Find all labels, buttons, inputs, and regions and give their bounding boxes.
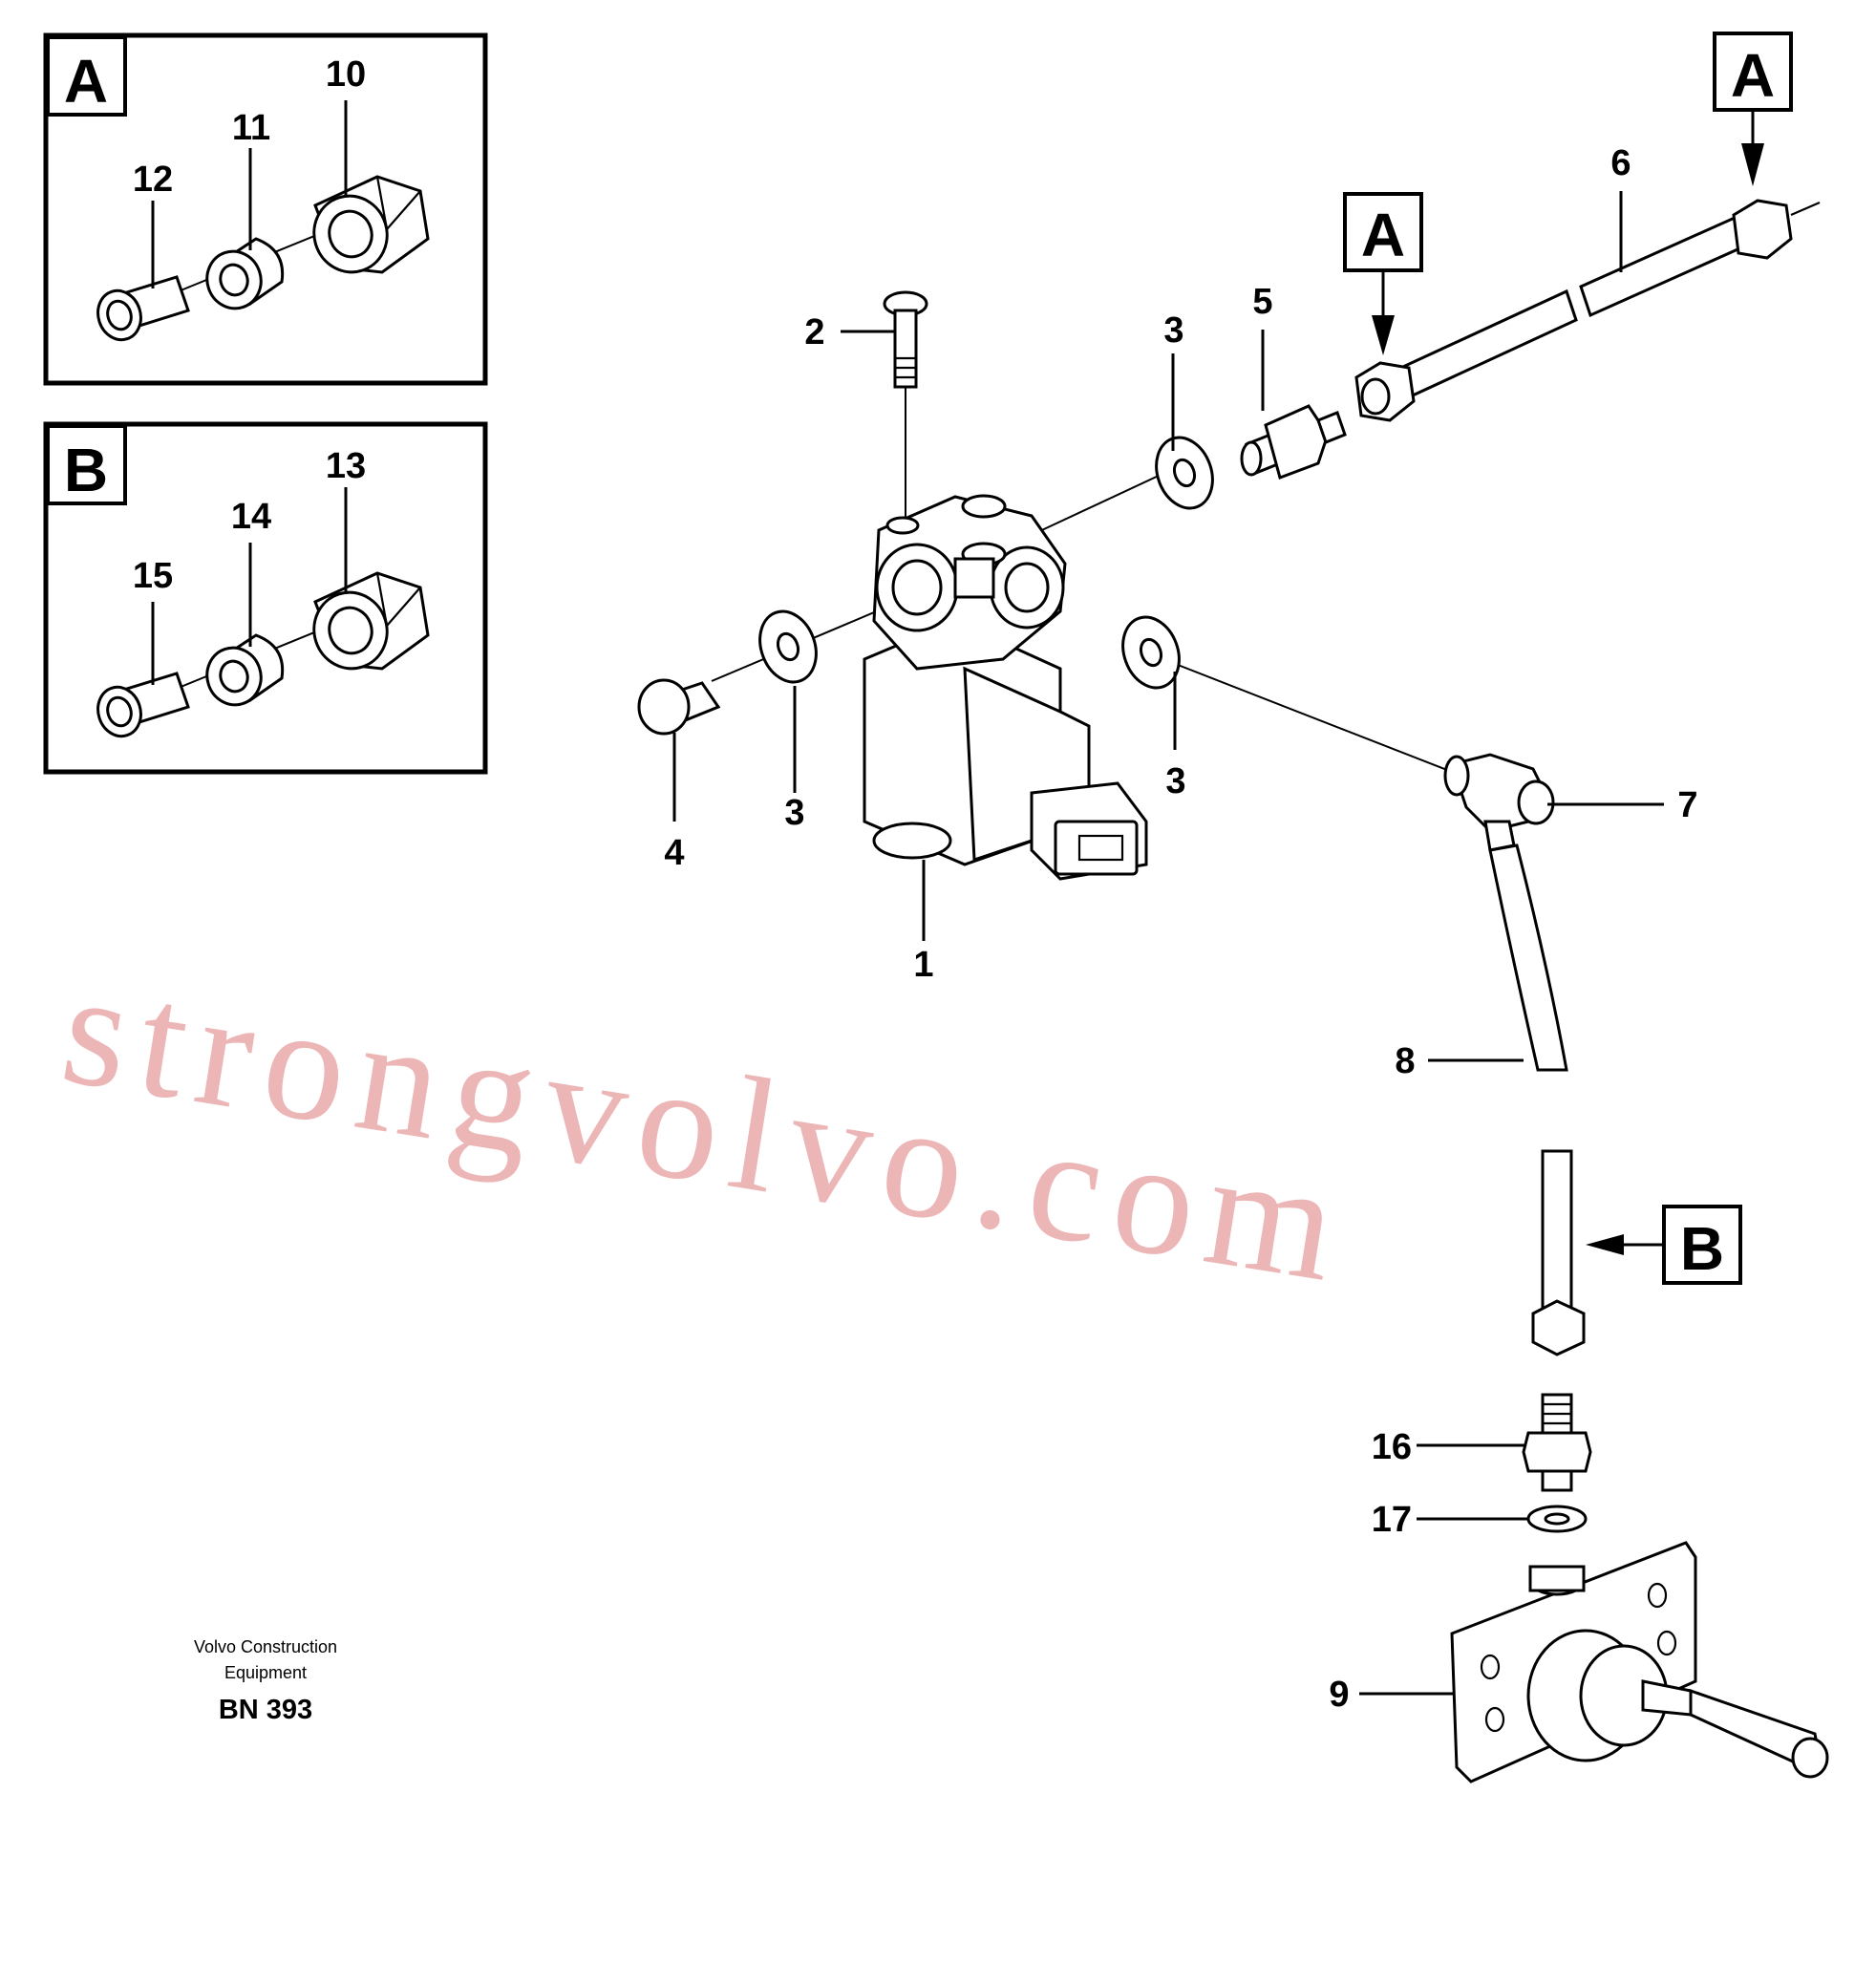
- callout-9: 9: [1329, 1675, 1349, 1715]
- label-13: 13: [326, 446, 366, 486]
- ring-part-14: [205, 633, 285, 707]
- nut-part-13: [312, 571, 430, 671]
- callout-3-top: 3: [1163, 310, 1183, 351]
- adapter-part-5: [1240, 404, 1347, 480]
- control-valve-part-9: [1450, 1541, 1829, 1783]
- washer-part-3-top: [1155, 436, 1214, 510]
- callout-3-right: 3: [1165, 761, 1185, 801]
- pipe-part-6: [1354, 199, 1821, 422]
- callout-labels: 2 3 5 6 4 3 3 1 7 8 16 17 9: [664, 143, 1697, 1715]
- sleeve-part-12: [96, 275, 190, 342]
- label-14: 14: [231, 497, 271, 537]
- callout-5: 5: [1252, 282, 1272, 322]
- leader-lines: [672, 191, 1664, 1696]
- label-10: 10: [326, 54, 366, 95]
- callout-17: 17: [1372, 1500, 1412, 1540]
- plug-part-4: [637, 678, 721, 736]
- tee-fitting-part-7: [1443, 753, 1555, 852]
- caption-line-2: Equipment: [224, 1663, 307, 1682]
- nut-part-10: [312, 175, 430, 274]
- inset-b: B 15 14 13: [43, 421, 488, 775]
- valve-body-part-1: [863, 494, 1148, 881]
- callout-4: 4: [664, 833, 684, 873]
- label-15: 15: [133, 556, 173, 596]
- caption-block: Volvo Construction Equipment BN 393: [194, 1637, 337, 1725]
- caption-line-1: Volvo Construction: [194, 1637, 337, 1656]
- label-12: 12: [133, 160, 173, 200]
- ref-flag-b-letter: B: [1680, 1214, 1724, 1283]
- callout-6: 6: [1610, 143, 1631, 183]
- callout-2: 2: [804, 312, 824, 352]
- callout-3-left: 3: [784, 793, 804, 833]
- hose-part-8: [1488, 844, 1586, 1356]
- nipple-part-16: [1522, 1393, 1592, 1492]
- ring-part-11: [205, 237, 285, 310]
- ref-flag-b: B: [1586, 1205, 1742, 1285]
- callout-16: 16: [1372, 1427, 1412, 1467]
- washer-part-3-right: [1121, 615, 1181, 690]
- sleeve-part-15: [96, 672, 190, 738]
- inset-a: A 12 11 10: [43, 32, 488, 386]
- callout-7: 7: [1677, 785, 1697, 825]
- callout-1: 1: [913, 945, 933, 985]
- inset-b-letter: B: [64, 436, 108, 504]
- ref-flag-a-right: A: [1713, 32, 1793, 186]
- label-11: 11: [232, 108, 270, 148]
- ref-flag-a-right-letter: A: [1731, 41, 1775, 110]
- callout-8: 8: [1395, 1041, 1415, 1081]
- inset-a-letter: A: [64, 47, 108, 116]
- ref-flag-a-upper-letter: A: [1361, 201, 1405, 269]
- bolt-part-2: [883, 290, 928, 389]
- caption-code: BN 393: [219, 1695, 312, 1725]
- ref-flag-a-upper: A: [1343, 192, 1423, 355]
- washer-part-17: [1526, 1505, 1588, 1533]
- washer-part-3-left: [758, 609, 818, 684]
- watermark-text: strongvolvo.com: [52, 937, 1360, 1317]
